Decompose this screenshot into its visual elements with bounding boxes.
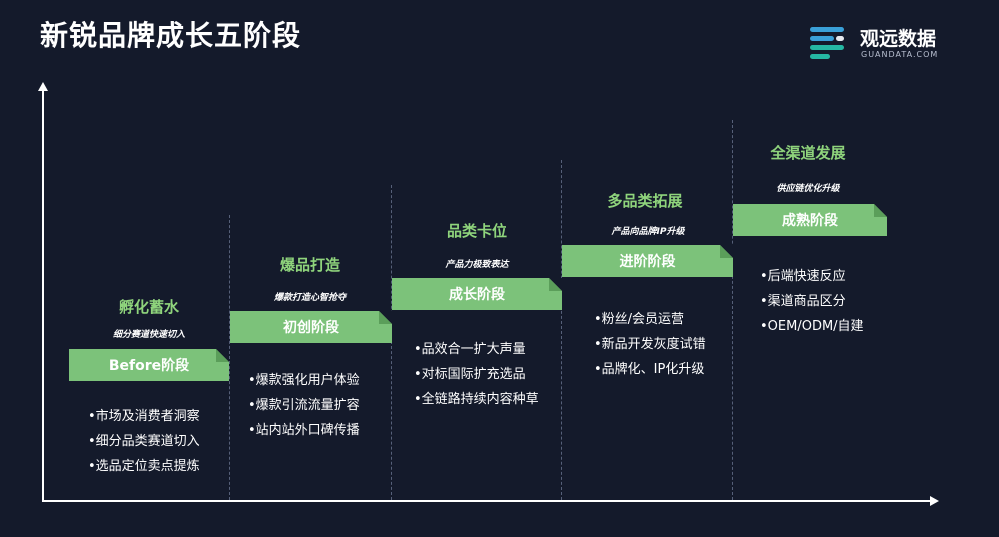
stage-divider-3 bbox=[561, 160, 562, 500]
logo-name: 观远数据 bbox=[860, 28, 937, 50]
list-item: •粉丝/会员运营 bbox=[594, 312, 685, 327]
stage-divider-4 bbox=[732, 120, 733, 500]
stage-subtitle: 爆款打造心智抢夺 bbox=[273, 293, 346, 303]
stage-title: 爆品打造 bbox=[279, 256, 340, 274]
list-item: •市场及消费者洞察 bbox=[88, 409, 200, 424]
stage-subtitle: 产品向品牌IP升级 bbox=[611, 227, 685, 237]
stage-bullets: •品效合一扩大声量 •对标国际扩充选品 •全链路持续内容种草 bbox=[414, 337, 539, 412]
stage-title: 多品类拓展 bbox=[607, 192, 683, 210]
page-title: 新锐品牌成长五阶段 bbox=[40, 19, 302, 52]
x-axis-arrow-icon bbox=[930, 496, 939, 506]
stage-badge: 初创阶段 bbox=[230, 311, 392, 343]
stage-bullets: •粉丝/会员运营 •新品开发灰度试错 •品牌化、IP化升级 bbox=[594, 307, 706, 382]
stage-badge-label: Before阶段 bbox=[108, 358, 190, 374]
guandata-logo-icon bbox=[808, 24, 848, 64]
list-item: •站内站外口碑传播 bbox=[248, 423, 360, 438]
stage-title: 全渠道发展 bbox=[770, 144, 846, 162]
stage-subtitle: 细分赛道快速切入 bbox=[112, 330, 185, 340]
stage-badge-label: 进阶阶段 bbox=[619, 254, 676, 270]
list-item: •细分品类赛道切入 bbox=[88, 434, 200, 449]
stage-title: 孵化蓄水 bbox=[118, 298, 179, 316]
stage-badge: 进阶阶段 bbox=[562, 245, 733, 277]
list-item: •爆款引流流量扩容 bbox=[248, 398, 360, 413]
brand-logo: 观远数据 GUANDATA.COM bbox=[808, 22, 948, 70]
stage-divider-1 bbox=[229, 215, 230, 500]
logo-subtitle: GUANDATA.COM bbox=[861, 50, 939, 59]
stage-bullets: •后端快速反应 •渠道商品区分 •OEM/ODM/自建 bbox=[760, 264, 864, 339]
list-item: •品牌化、IP化升级 bbox=[594, 362, 705, 377]
list-item: •选品定位卖点提炼 bbox=[88, 459, 200, 474]
stage-badge-label: 成长阶段 bbox=[449, 287, 505, 303]
list-item: •后端快速反应 bbox=[760, 269, 846, 284]
y-axis-arrow-icon bbox=[38, 82, 48, 91]
x-axis bbox=[42, 500, 932, 502]
list-item: •新品开发灰度试错 bbox=[594, 337, 706, 352]
list-item: •全链路持续内容种草 bbox=[414, 392, 539, 407]
y-axis bbox=[42, 88, 44, 501]
list-item: •OEM/ODM/自建 bbox=[760, 319, 864, 334]
list-item: •爆款强化用户体验 bbox=[248, 373, 360, 388]
stage-badge-label: 初创阶段 bbox=[283, 320, 339, 336]
list-item: •对标国际扩充选品 bbox=[414, 367, 526, 382]
stage-badge-label: 成熟阶段 bbox=[782, 213, 838, 229]
stage-badge: 成熟阶段 bbox=[733, 204, 887, 236]
stage-bullets: •爆款强化用户体验 •爆款引流流量扩容 •站内站外口碑传播 bbox=[248, 368, 360, 443]
stage-badge: 成长阶段 bbox=[392, 278, 562, 310]
list-item: •品效合一扩大声量 bbox=[414, 342, 526, 357]
list-item: •渠道商品区分 bbox=[760, 294, 846, 309]
stage-subtitle: 产品力极致表达 bbox=[445, 260, 509, 270]
stage-badge: Before阶段 bbox=[69, 349, 229, 381]
stage-title: 品类卡位 bbox=[446, 222, 507, 240]
stage-subtitle: 供应链优化升级 bbox=[776, 184, 840, 194]
stage-bullets: •市场及消费者洞察 •细分品类赛道切入 •选品定位卖点提炼 bbox=[88, 404, 200, 479]
